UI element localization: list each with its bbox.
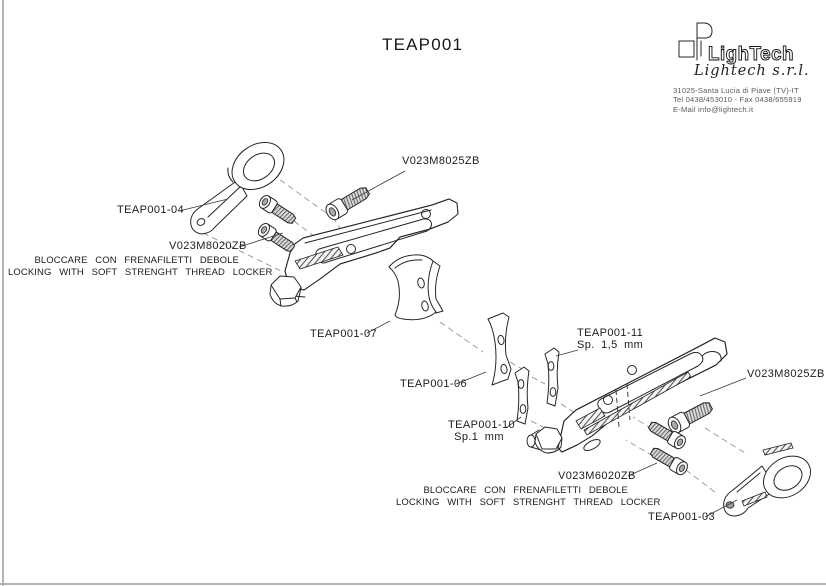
screw-v023m6020zb-2-drawing [649, 447, 688, 476]
note-line-italian: BLOCCARE CON FRENAFILETTI DEBOLE [423, 485, 628, 496]
part-teap001-11-drawing [544, 347, 560, 407]
part-11-thickness: Sp. 1,5 mm [577, 338, 644, 351]
callout-part-06: TEAP001-06 [400, 378, 467, 390]
callout-part-03: TEAP001-03 [648, 511, 715, 523]
screw-v023m8025zb-right-drawing [667, 402, 713, 434]
note-line-english: LOCKING WITH SOFT STRENGHT THREAD LOCKER [396, 497, 661, 508]
callout-screw-m8025-right: V023M8025ZB [747, 368, 825, 380]
callout-part-10: TEAP001-10 Sp.1 mm [448, 419, 515, 443]
part-10-code: TEAP001-10 [448, 419, 515, 431]
screw-v023m8025zb-left-drawing [325, 187, 370, 221]
note-line-italian: BLOCCARE CON FRENAFILETTI DEBOLE [34, 255, 239, 266]
part-11-code: TEAP001-11 [577, 327, 644, 339]
logo-p-glyph [696, 22, 713, 61]
part-teap001-06-drawing [487, 312, 512, 386]
logo-company-name: Lightech s.r.l. [694, 63, 810, 79]
part-10-thickness: Sp.1 mm [454, 430, 504, 443]
callout-screw-m6020: V023M6020ZB [558, 470, 636, 482]
logo-address-line: 31025-Santa Lucia di Piave (TV)-IT [673, 86, 799, 95]
part-teap001-03-drawing [723, 442, 811, 517]
screw-v023m8020zb-1-drawing [258, 194, 297, 224]
screw-v023m8020zb-2-drawing [257, 222, 296, 252]
note-line-english: LOCKING WITH SOFT STRENGHT THREAD LOCKER [8, 267, 273, 278]
note-thread-locker-right: BLOCCARE CON FRENAFILETTI DEBOLE LOCKING… [396, 485, 661, 509]
part-teap001-10-drawing [514, 366, 530, 425]
callout-screw-m8020: V023M8020ZB [169, 240, 247, 252]
callout-leader-lines [178, 170, 747, 518]
sheet-frame-left-line [2, 0, 4, 586]
drawing-title: TEAP001 [382, 35, 464, 54]
logo-brand-text: LighTech [708, 44, 794, 65]
sheet-frame-bottom-line [0, 583, 826, 585]
note-thread-locker-left: BLOCCARE CON FRENAFILETTI DEBOLE LOCKING… [8, 255, 273, 279]
screw-v023m6020zb-1-drawing [647, 421, 686, 450]
callout-screw-m8025-left: V023M8025ZB [402, 155, 480, 167]
part-teap001-04-drawing [190, 141, 285, 235]
right-footpeg-bracket-drawing [526, 337, 728, 454]
part-teap001-07-drawing [388, 254, 444, 321]
lightech-logo: LighTech [678, 22, 794, 65]
callout-part-04: TEAP001-04 [117, 204, 184, 216]
logo-phone-line: Tel 0438/453010 - Fax 0438/655919 [673, 95, 802, 105]
callout-part-07: TEAP001-07 [310, 328, 377, 340]
callout-part-11: TEAP001-11 Sp. 1,5 mm [577, 327, 644, 351]
logo-address-block: 31025-Santa Lucia di Piave (TV)-IT Tel 0… [673, 86, 802, 114]
assembly-axis-lines [202, 173, 746, 494]
logo-email-line: E-Mail info@lightech.it [673, 104, 754, 114]
logo-square-glyph [678, 40, 695, 58]
left-footpeg-bracket-drawing [269, 198, 459, 307]
